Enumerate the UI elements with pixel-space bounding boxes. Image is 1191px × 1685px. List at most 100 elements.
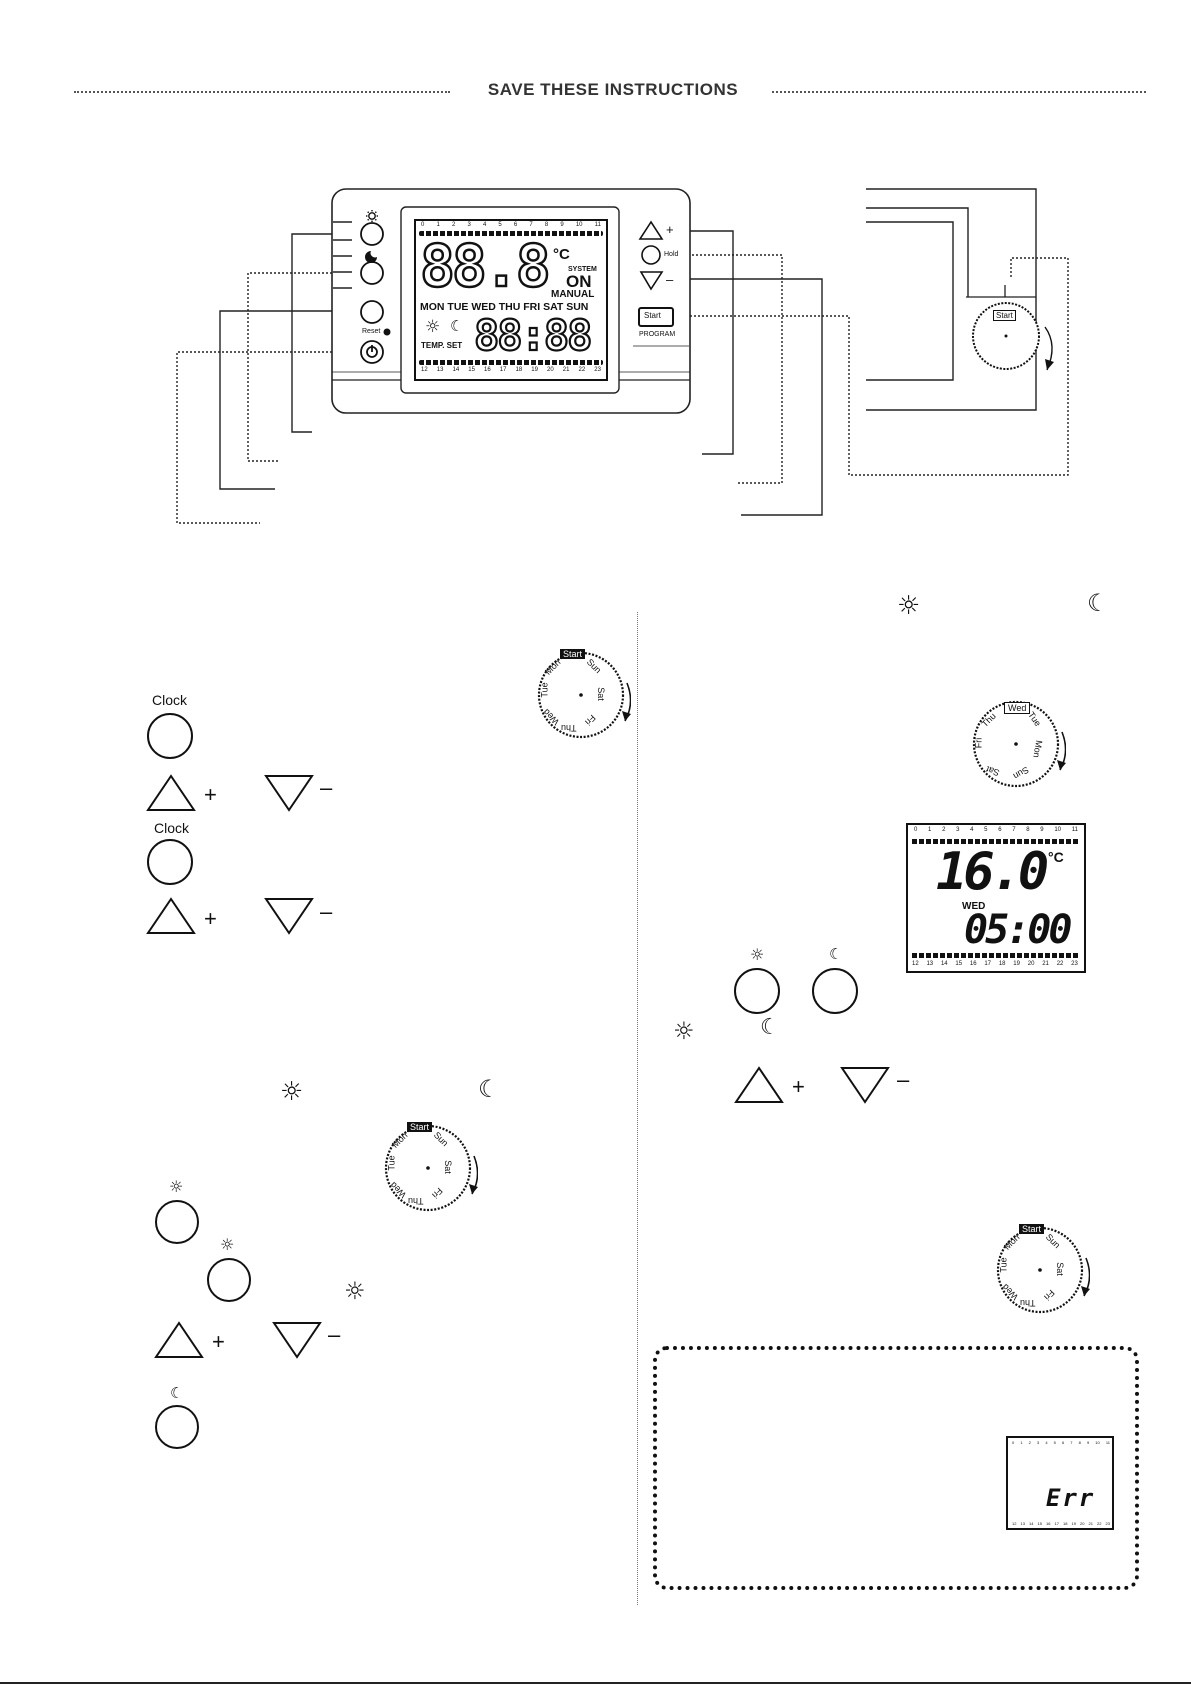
lcd-hour-label: 8 (1026, 827, 1030, 833)
lcd-hour-label: 23 (594, 367, 601, 373)
lcd-hour-label: 8 (544, 222, 549, 228)
callout-hold-button (672, 254, 783, 484)
down-button-3[interactable] (272, 1320, 322, 1360)
callout-clock-button (219, 310, 372, 490)
sun-button-right[interactable] (734, 968, 780, 1014)
dial-day-label: Tue (998, 1257, 1009, 1273)
lcd-hour-label: 20 (1027, 961, 1035, 967)
sun-icon: ☼ (750, 945, 765, 964)
dial-start-tab: Start (993, 310, 1016, 321)
lcd-hour-label: 0 (421, 222, 425, 228)
sun-icon: ☼ (220, 1235, 235, 1254)
lcd-hour-label: 0 (1012, 1440, 1015, 1445)
lcd-hour-label: 21 (1042, 961, 1049, 967)
lcd-hour-label: 20 (1080, 1521, 1085, 1526)
lcd-hour-label: 18 (998, 961, 1006, 967)
lcd-hour-label: 15 (955, 961, 963, 967)
lcd-hour-label: 23 (1105, 1521, 1110, 1526)
clock-button-1[interactable] (147, 713, 193, 759)
lcd-time-digits: 88:88 (473, 311, 594, 360)
lcd-hour-label: 17 (499, 367, 507, 373)
sun-icon: ☼ (169, 1177, 184, 1196)
column-divider (637, 612, 638, 1605)
lcd-hour-label: 13 (436, 367, 444, 373)
sun-button (360, 222, 384, 246)
moon-button (360, 261, 384, 285)
lcd-hour-label: 8 (1078, 1440, 1081, 1445)
lcd-days: MON TUE WED THU FRI SAT SUN (420, 301, 589, 313)
reset-label: Reset (362, 328, 381, 335)
lcd-system: SYSTEM (568, 266, 597, 273)
program-dial-left-1[interactable]: Start Sun Sat Fri Thu Wed Tue Mon (531, 645, 632, 745)
down-button-2[interactable] (264, 896, 314, 936)
page-footer-rule (0, 1682, 1191, 1684)
plus-label-2: + (204, 906, 217, 931)
minus-label-right: – (897, 1067, 910, 1092)
lcd-hour-label: 16 (969, 961, 977, 967)
moon-button-right[interactable] (812, 968, 858, 1014)
lcd-hour-label: 15 (1037, 1521, 1042, 1526)
sun-icon: ☼ (897, 591, 921, 621)
dial-day-label: Sat (1054, 1262, 1065, 1276)
lcd-hour-label: 16 (484, 367, 491, 373)
lcd-example-day: WED (962, 901, 986, 912)
lcd-hour-label: 1 (436, 222, 440, 228)
lcd-hour-label: 12 (421, 367, 428, 373)
program-dial-left-2[interactable]: Start Sun Sat Fri Thu Wed Tue Mon (378, 1118, 479, 1218)
lcd-hour-label: 22 (1097, 1521, 1102, 1526)
callout-down-button (672, 278, 823, 516)
lcd-hour-label: 10 (1054, 827, 1061, 833)
lcd-hour-label: 19 (531, 367, 538, 373)
sun-button-2[interactable] (207, 1258, 251, 1302)
down-button-1[interactable] (264, 773, 314, 813)
lcd-hour-label: 7 (1070, 1440, 1073, 1445)
lcd-hour-label: 2 (942, 827, 946, 833)
plus-label-right: + (792, 1074, 805, 1099)
lcd-hour-label: 15 (468, 367, 475, 373)
plus-label-3: + (212, 1329, 225, 1354)
down-button-right[interactable] (840, 1065, 890, 1105)
up-button-2[interactable] (146, 896, 196, 936)
lcd-hour-label: 22 (578, 367, 586, 373)
program-dial-wed[interactable]: Wed Tue Mon Sun Sat Fri Thu (966, 694, 1067, 794)
lcd-on: ON (566, 272, 592, 291)
program-dial-right[interactable]: Start Sun Sat Fri Thu Wed Tue Mon (990, 1220, 1091, 1320)
lcd-hour-label: 6 (998, 827, 1002, 833)
callout-program-dial (686, 257, 1069, 476)
err-text: Err (1046, 1484, 1096, 1512)
lcd-hour-label: 20 (547, 367, 554, 373)
lcd-example-temp: 16.0 (936, 842, 1049, 902)
lcd-hour-label: 4 (1045, 1440, 1048, 1445)
page-header-title: SAVE THESE INSTRUCTIONS (487, 80, 739, 99)
lcd-hour-label: 2 (451, 222, 456, 228)
clock-button-2[interactable] (147, 839, 193, 885)
error-note-box (653, 1346, 1139, 1590)
dial-day-label: Sat (442, 1160, 453, 1174)
dial-wed-tab: Wed (1004, 702, 1031, 714)
moon-icon: ☾ (478, 1075, 500, 1103)
moon-button-1[interactable] (155, 1405, 199, 1449)
lcd-hour-label: 1 (1020, 1440, 1023, 1445)
device-program-dial[interactable]: Start (971, 301, 1041, 371)
lcd-bar-top (419, 231, 603, 236)
hold-button (641, 245, 661, 265)
dial-day-label: Sat (595, 687, 606, 701)
callout-power-button (176, 351, 372, 524)
up-button-1[interactable] (146, 773, 196, 813)
up-button-right[interactable] (734, 1065, 784, 1105)
lcd-temp-digits: 88.8 (419, 232, 552, 300)
sun-button-1[interactable] (155, 1200, 199, 1244)
lcd-hour-label: 17 (984, 961, 992, 967)
lcd-sun-icon: ☼ (425, 317, 441, 337)
program-start-label: Start (644, 311, 661, 320)
lcd-hour-label: 18 (1063, 1521, 1068, 1526)
lcd-hour-label: 22 (1056, 961, 1064, 967)
lcd-bar-bottom (419, 360, 603, 365)
up-button-3[interactable] (154, 1320, 204, 1360)
sun-icon: ☼ (344, 1277, 366, 1305)
lcd-hour-label: 23 (1071, 961, 1078, 967)
